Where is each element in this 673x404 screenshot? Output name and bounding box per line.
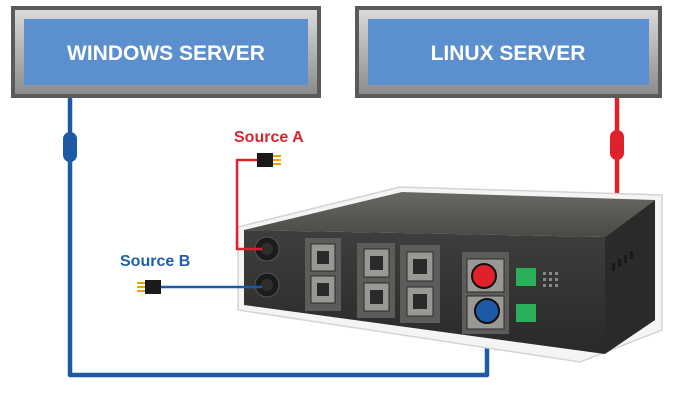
control-keypad: [543, 272, 558, 287]
status-display-top: [516, 268, 536, 286]
source-a-cable: [235, 158, 262, 251]
windows-cable-connector: [63, 132, 77, 162]
linux-server-label: LINUX SERVER: [431, 42, 586, 65]
status-display-bottom: [516, 304, 536, 322]
source-a-label: Source A: [234, 129, 304, 146]
outlet-6: [406, 286, 434, 317]
pdu-right-side: [605, 200, 655, 354]
source-b-label: Source B: [120, 253, 190, 270]
linux-cable-connector: [610, 130, 624, 160]
linux-server: LINUX SERVER: [355, 6, 662, 98]
side-vents: [612, 251, 633, 271]
pdu-unit: [237, 186, 663, 363]
windows-output-plug: [474, 298, 500, 324]
windows-server-label: WINDOWS SERVER: [67, 42, 265, 65]
linux-output-plug: [471, 263, 497, 289]
source-b-plug: [137, 280, 161, 294]
windows-server: WINDOWS SERVER: [11, 6, 321, 98]
source-a-plug: [257, 153, 281, 167]
pdu-top-surface: [244, 192, 655, 237]
linux-server-box: [368, 19, 649, 85]
windows-server-box: [24, 19, 308, 85]
